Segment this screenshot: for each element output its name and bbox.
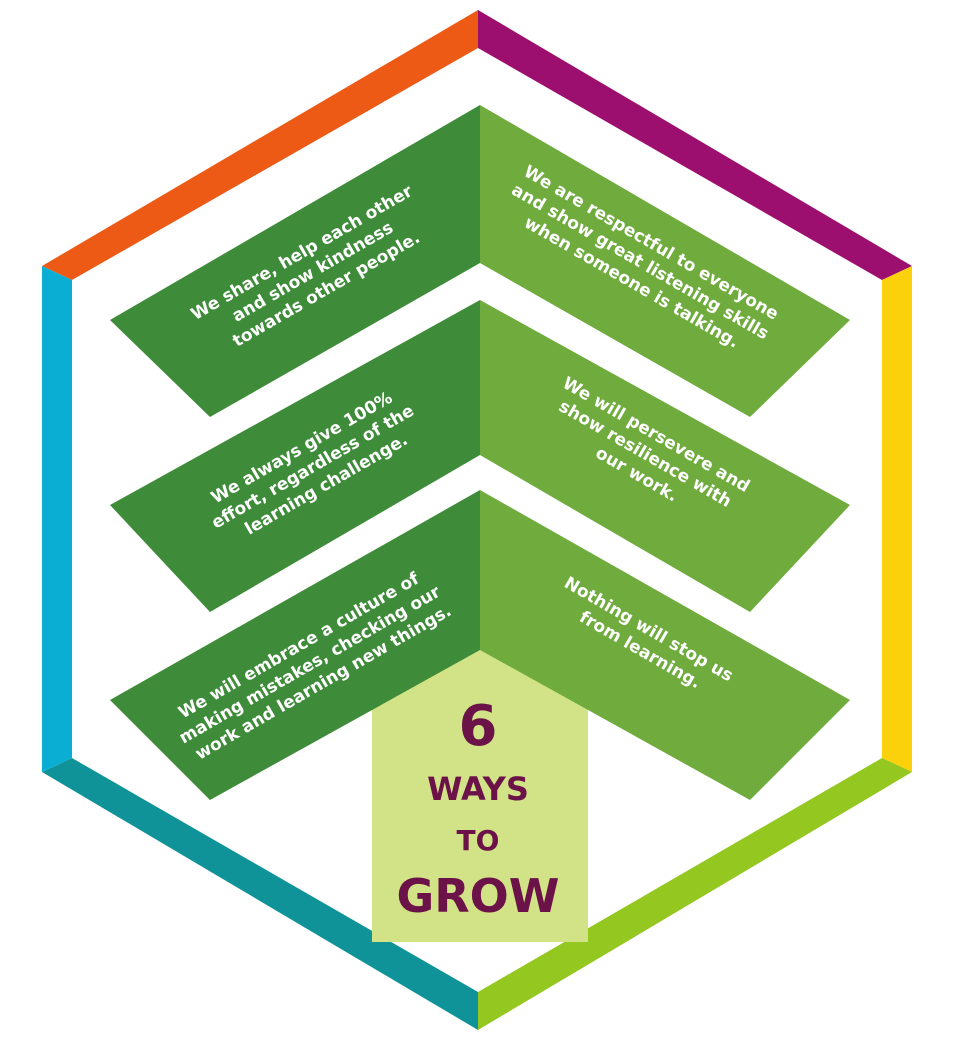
hex-segment-right xyxy=(882,266,912,772)
title-ways: WAYS xyxy=(427,770,529,808)
title-grow: GROW xyxy=(396,869,559,923)
hex-segment-left xyxy=(42,266,72,772)
title-to: TO xyxy=(457,824,500,857)
title-number: 6 xyxy=(459,694,498,759)
chevron-1-left xyxy=(110,105,480,417)
hex-segment-bottom-right xyxy=(478,758,912,1030)
chevron-2-left xyxy=(110,300,480,612)
hex-segment-top-left xyxy=(42,10,478,280)
center-panel xyxy=(372,650,588,942)
chevron-1-right xyxy=(480,105,850,417)
hex-segment-top-right xyxy=(478,10,912,280)
chevron-2-right xyxy=(480,300,850,612)
chevron-3-right xyxy=(480,490,850,800)
chevron-3-left xyxy=(110,490,480,800)
hex-segment-bottom-left xyxy=(42,758,478,1030)
